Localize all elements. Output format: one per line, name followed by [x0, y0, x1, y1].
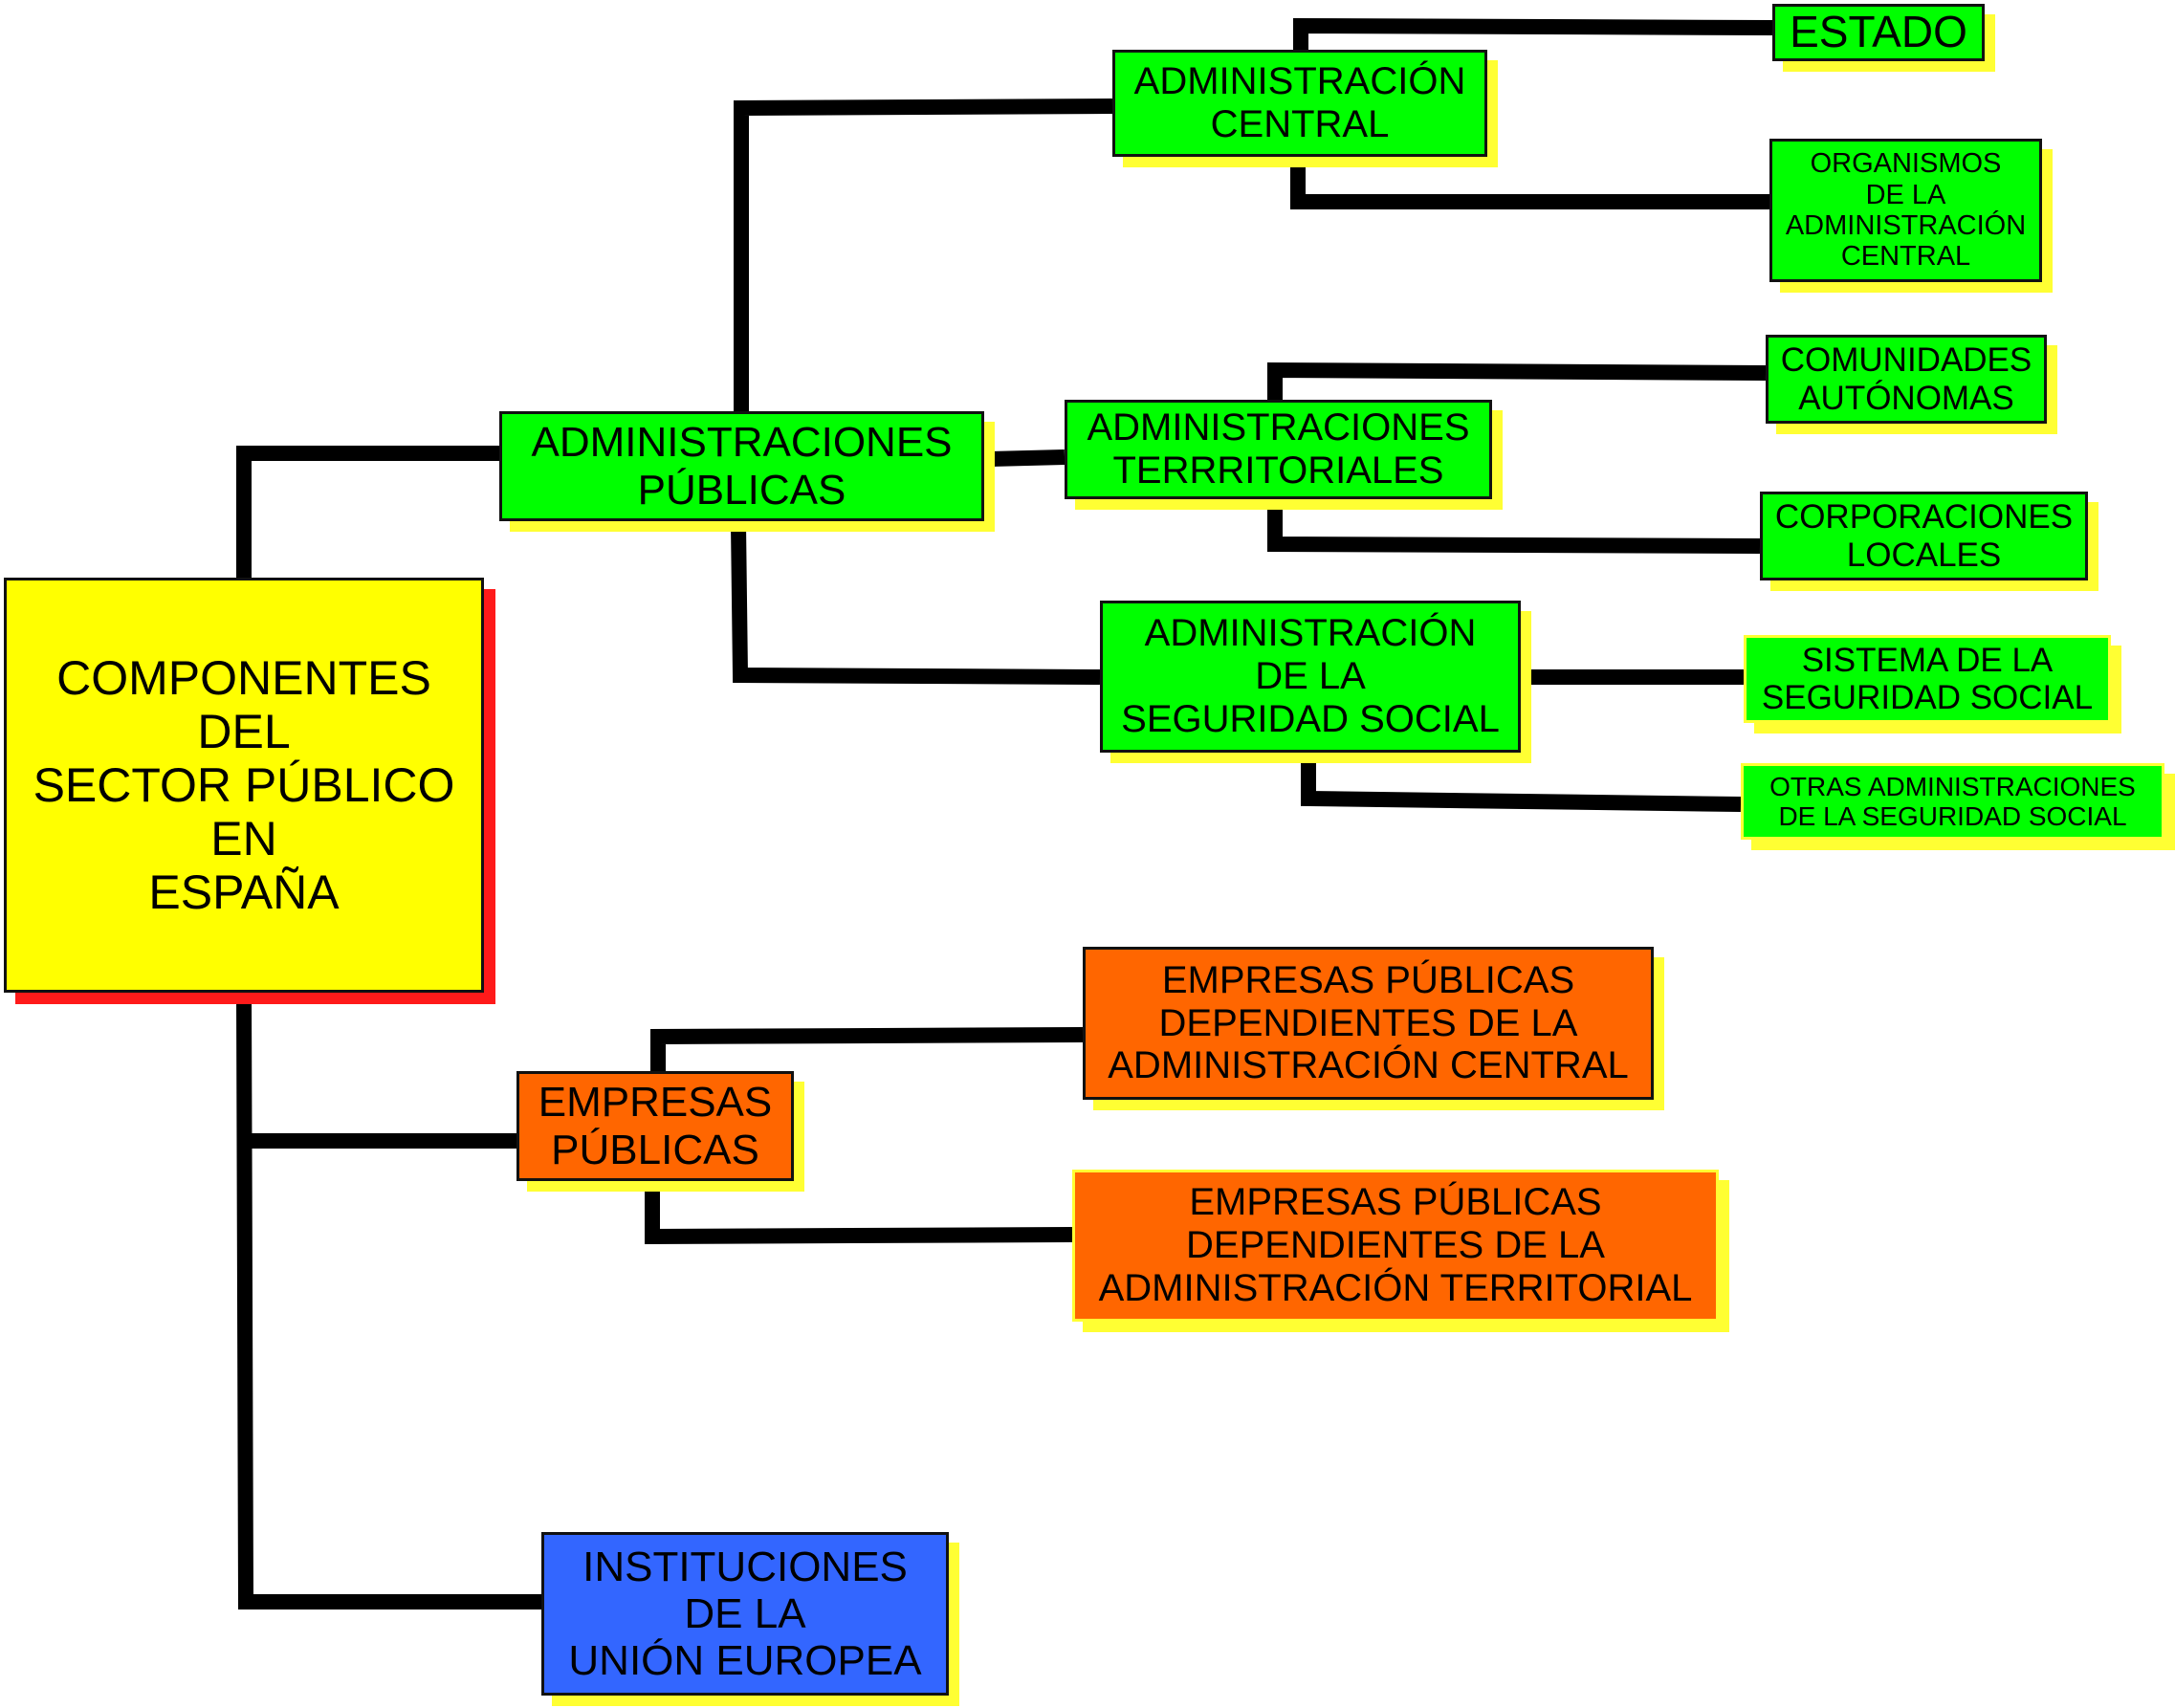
connector-root-trunk — [236, 992, 541, 1609]
connector-empresas-territorial — [645, 1182, 1073, 1245]
node-empresas-publicas: EMPRESAS PÚBLICAS — [516, 1071, 794, 1181]
node-otras-administraciones-seguridad-social: OTRAS ADMINISTRACIONES DE LA SEGURIDAD S… — [1741, 763, 2164, 840]
connector-territoriales-comunidades — [1267, 361, 1767, 400]
node-administracion-seguridad-social: ADMINISTRACIÓN DE LA SEGURIDAD SOCIAL — [1100, 601, 1521, 753]
connector-territoriales-corporaciones — [1267, 499, 1761, 554]
node-organismos-administracion-central: ORGANISMOS DE LA ADMINISTRACIÓN CENTRAL — [1769, 139, 2042, 282]
node-empresas-administracion-central: EMPRESAS PÚBLICAS DEPENDIENTES DE LA ADM… — [1083, 947, 1654, 1100]
connector-central-estado — [1293, 17, 1773, 50]
node-sistema-seguridad-social: SISTEMA DE LA SEGURIDAD SOCIAL — [1744, 635, 2111, 723]
node-estado: ESTADO — [1772, 4, 1985, 61]
connector-ap-seguridad — [731, 523, 1101, 685]
connector-empresas-central — [650, 1027, 1084, 1071]
node-componentes-sector-publico: COMPONENTES DEL SECTOR PÚBLICO EN ESPAÑA — [4, 578, 484, 993]
connector-central-organismos — [1290, 159, 1769, 209]
connector-ap-central — [734, 99, 1113, 411]
node-administraciones-publicas: ADMINISTRACIONES PÚBLICAS — [499, 411, 984, 521]
connector-ap-territoriales — [989, 449, 1066, 467]
connector-root-administraciones — [236, 446, 499, 578]
node-corporaciones-locales: CORPORACIONES LOCALES — [1760, 492, 2088, 580]
node-administracion-central: ADMINISTRACIÓN CENTRAL — [1112, 50, 1487, 157]
node-instituciones-union-europea: INSTITUCIONES DE LA UNIÓN EUROPEA — [541, 1532, 949, 1696]
node-empresas-administracion-territorial: EMPRESAS PÚBLICAS DEPENDIENTES DE LA ADM… — [1072, 1170, 1719, 1322]
node-administraciones-territoriales: ADMINISTRACIONES TERRRITORIALES — [1065, 400, 1492, 499]
node-comunidades-autonomas: COMUNIDADES AUTÓNOMAS — [1766, 335, 2047, 424]
connector-seguridad-otras — [1301, 753, 1742, 812]
